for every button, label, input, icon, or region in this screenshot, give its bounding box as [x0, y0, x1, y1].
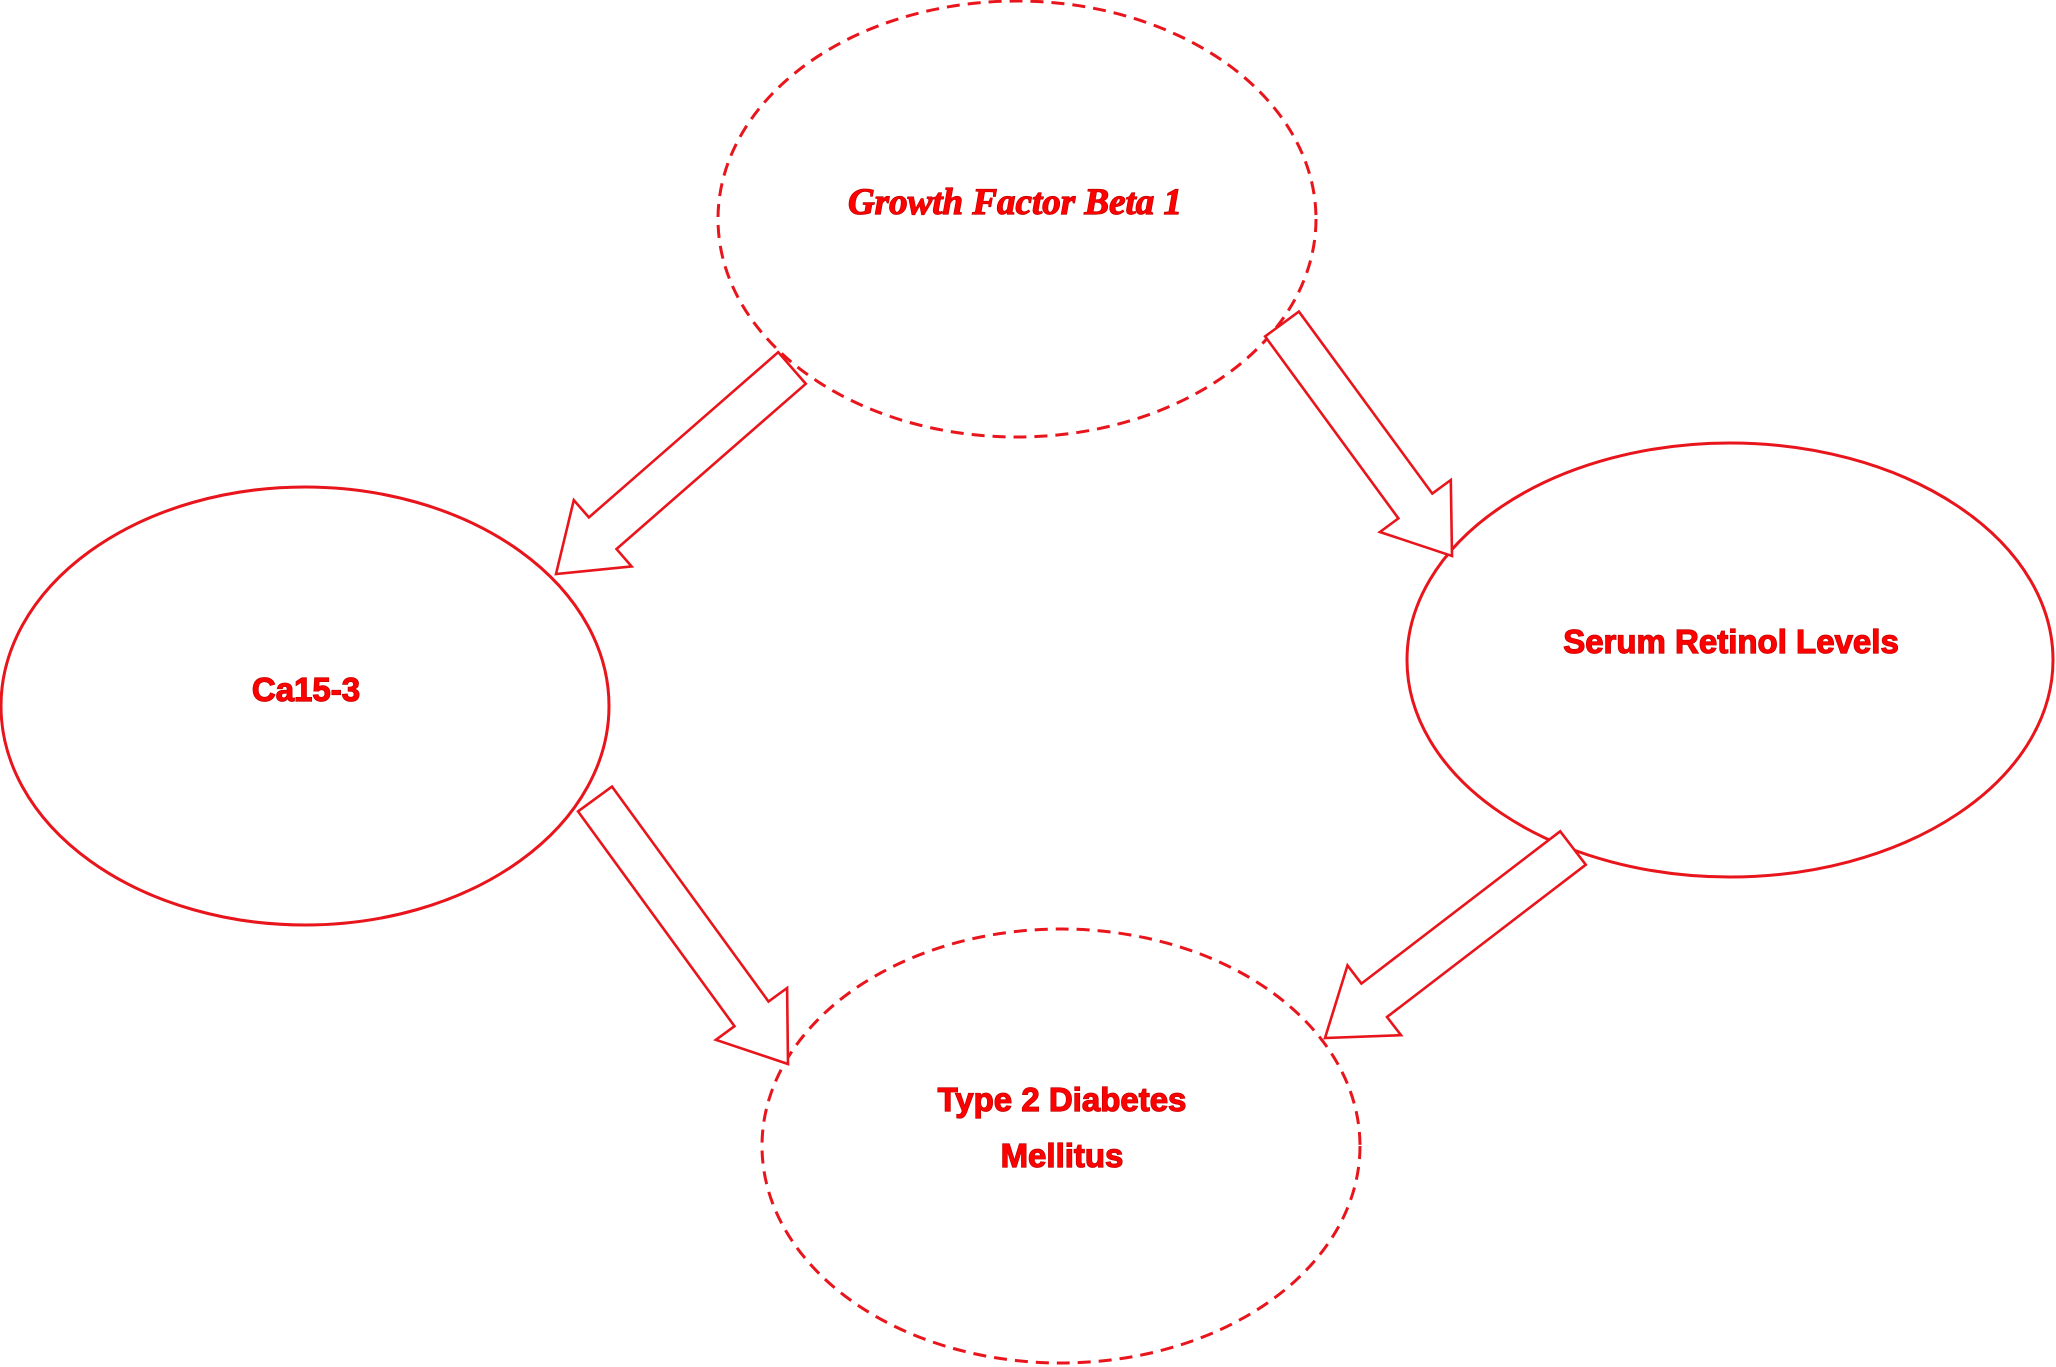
label-ca15-3: Ca15-3	[252, 671, 360, 708]
label-growth-factor: Growth Factor Beta 1	[848, 182, 1182, 223]
node-t2dm-ellipse	[760, 927, 1362, 1365]
arrow-growth-factor-to-serum-retinol	[1263, 309, 1454, 558]
node-growth-factor-ellipse	[716, 0, 1318, 439]
node-ca15-3-ellipse	[0, 485, 611, 927]
node-serum-retinol-ellipse	[1405, 441, 2055, 879]
label-t2dm-line-2: Mellitus	[1001, 1137, 1124, 1174]
arrow-ca15-3-to-t2dm	[576, 784, 790, 1066]
arrow-growth-factor-to-ca15-3	[554, 350, 808, 576]
label-serum-retinol: Serum Retinol Levels	[1563, 623, 1899, 660]
label-t2dm-line-1: Type 2 Diabetes	[938, 1081, 1187, 1118]
arrow-serum-retinol-to-t2dm	[1323, 829, 1588, 1040]
